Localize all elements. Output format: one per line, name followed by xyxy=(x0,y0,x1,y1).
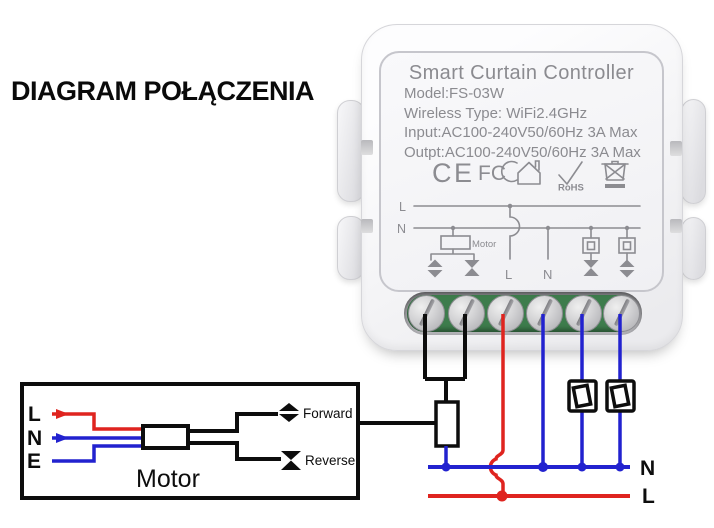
case-notch xyxy=(361,140,373,155)
device-specs: Model:FS-03W Wireless Type: WiFi2.4GHz I… xyxy=(404,84,641,162)
motor-connector-box xyxy=(141,424,190,450)
printed-motor-box xyxy=(440,235,471,250)
open-arrows-icon-2 xyxy=(619,259,635,278)
spec-input: Input:AC100-240V50/60Hz 3A Max xyxy=(404,124,638,141)
reverse-arrows-icon xyxy=(281,451,301,470)
wall-switch-1 xyxy=(567,379,598,413)
spec-output: Outpt:AC100-240V50/60Hz 3A Max xyxy=(404,143,641,161)
fcc-mark-icon: FC xyxy=(478,160,518,185)
junction-dot xyxy=(577,462,587,472)
panel-artwork: CE FC RoHS L xyxy=(397,158,641,282)
open-arrows-icon xyxy=(427,259,443,278)
motor-unit-box xyxy=(20,382,360,500)
junction-dot xyxy=(615,462,625,472)
smart-curtain-controller-device: Smart Curtain Controller Model:FS-03W Wi… xyxy=(361,24,683,351)
motor-earth-lead xyxy=(52,444,143,463)
device-front-panel: Smart Curtain Controller Model:FS-03W Wi… xyxy=(379,51,664,292)
close-arrows-icon xyxy=(464,260,480,276)
motor-earth-label: E xyxy=(27,450,42,473)
case-notch xyxy=(361,219,373,233)
live-bus-label: L xyxy=(642,485,655,508)
page-title: DIAGRAM POŁĄCZENIA xyxy=(11,76,315,106)
pushbutton-symbol-1 xyxy=(582,227,600,261)
terminal-block xyxy=(404,292,642,335)
device-mounting-ear-left-bottom xyxy=(337,216,365,280)
motor-neutral-label: N xyxy=(27,427,43,450)
device-name: Smart Curtain Controller xyxy=(408,62,635,84)
rohs-check-icon: RoHS xyxy=(558,161,584,194)
spec-wireless: Wireless Type: WiFi2.4GHz xyxy=(404,104,588,122)
close-arrows-icon-2 xyxy=(583,260,599,276)
pushbutton-symbol-2 xyxy=(618,227,636,261)
printed-live-drop xyxy=(509,205,521,260)
case-notch xyxy=(670,141,682,156)
motor-live-label: L xyxy=(28,403,41,426)
house-icon xyxy=(517,160,541,185)
printed-circuit-diagram: L N Motor xyxy=(397,200,641,282)
printed-live-label: L xyxy=(399,200,406,214)
forward-arrows-icon xyxy=(279,403,299,422)
weee-bin-icon xyxy=(601,160,629,188)
spec-model: Model:FS-03W xyxy=(404,85,505,102)
arrowhead-neutral xyxy=(56,433,69,443)
motor-output-wires xyxy=(423,314,467,402)
junction-dot xyxy=(538,462,548,472)
screw-terminal-3 xyxy=(486,294,524,332)
ce-mark-icon: CE xyxy=(432,158,475,188)
motor-live-lead xyxy=(52,412,143,431)
svg-text:RoHS: RoHS xyxy=(558,183,584,194)
terminal-neutral-label: N xyxy=(543,267,552,282)
terminal-live-label: L xyxy=(505,267,512,282)
printed-neutral-label: N xyxy=(397,222,406,236)
junction-dot-live xyxy=(496,490,508,502)
neutral-bus-label: N xyxy=(640,457,656,480)
svg-text:FC: FC xyxy=(478,162,506,185)
forward-label: Forward xyxy=(303,406,353,421)
printed-motor-label: Motor xyxy=(472,239,496,250)
capacitor-box xyxy=(434,400,460,448)
reverse-label: Reverse xyxy=(305,453,356,468)
motor-drive-lines xyxy=(188,412,281,461)
junction-dot xyxy=(441,462,451,472)
device-mounting-ear-left-top xyxy=(337,100,365,202)
arrowhead-live xyxy=(56,409,69,419)
wall-switch-2 xyxy=(605,379,636,413)
device-mounting-ear-right-bottom xyxy=(681,217,706,280)
motor-label: Motor xyxy=(136,465,200,493)
case-notch xyxy=(670,219,682,233)
